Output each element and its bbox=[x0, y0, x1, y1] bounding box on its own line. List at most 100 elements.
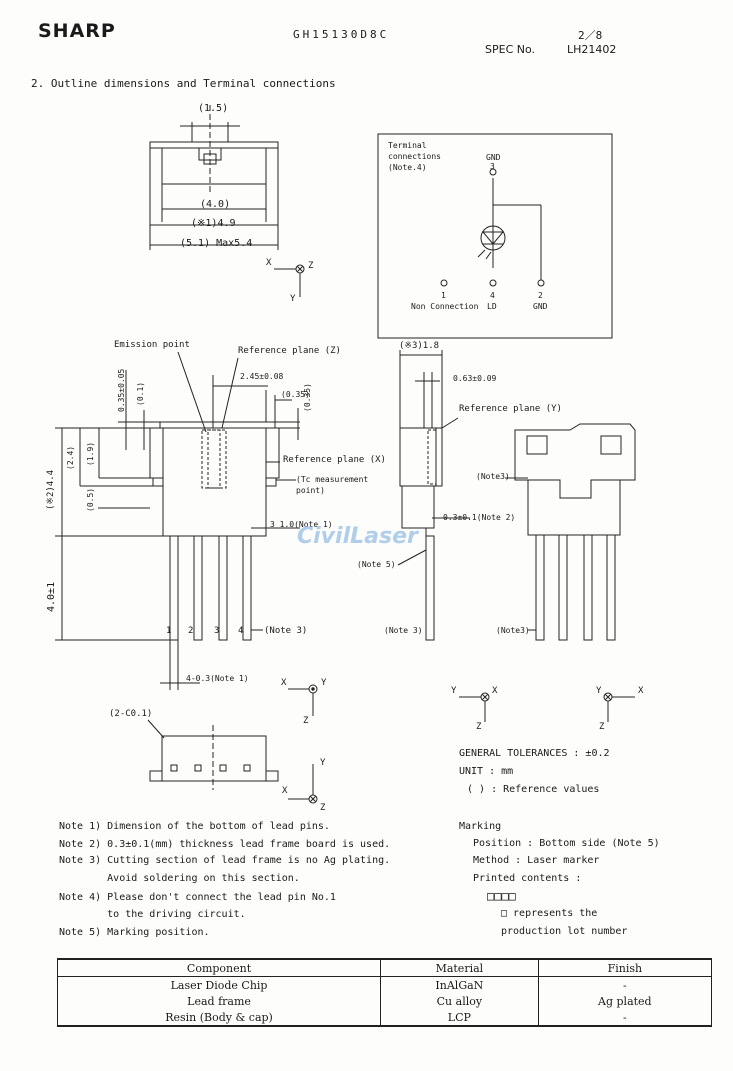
reference-plane-x: Reference plane (X) bbox=[283, 455, 386, 465]
cell-component: Resin (Body & cap) bbox=[56, 1009, 382, 1027]
terminal-pin-4: 4 bbox=[490, 291, 495, 300]
cell-finish: Ag plated bbox=[537, 993, 713, 1009]
terminal-pin-1: 1 bbox=[441, 291, 446, 300]
section-title: 2. Outline dimensions and Terminal conne… bbox=[31, 77, 336, 90]
terminal-note4: (Note.4) bbox=[388, 163, 427, 172]
dim-5-1: (5.1) Max5.4 bbox=[180, 238, 253, 249]
table-header-row: Component Material Finish bbox=[56, 958, 713, 977]
dim-0-35-b: (0.35) bbox=[303, 383, 312, 412]
marking-boxes: □□□□ bbox=[487, 889, 516, 903]
note-5: Note 5) Marking position. bbox=[59, 927, 210, 938]
header-material: Material bbox=[380, 958, 539, 977]
terminal-gnd-top: GND bbox=[486, 153, 501, 162]
marking-contents: Printed contents : bbox=[473, 873, 582, 884]
sharp-logo: SHARP bbox=[38, 20, 116, 42]
dim-4-4: (※2)4.4 bbox=[46, 469, 56, 510]
dim-1-8: (※3)1.8 bbox=[399, 341, 440, 351]
dim-0-5: (0.5) bbox=[86, 487, 95, 512]
dim-2-45: 2.45±0.08 bbox=[240, 372, 284, 381]
axis-r-z: Z bbox=[599, 722, 605, 732]
dim-4-9: (※1)4.9 bbox=[191, 218, 236, 229]
reference-plane-y: Reference plane (Y) bbox=[459, 404, 562, 414]
dim-1-9: (1.9) bbox=[86, 441, 95, 466]
dim-1-0: 3 1.0(Note 1) bbox=[270, 520, 333, 529]
table-row: Resin (Body & cap) LCP - bbox=[56, 1009, 713, 1027]
front-note3: (Note 3) bbox=[264, 626, 308, 636]
terminal-title-2: connections bbox=[388, 152, 441, 161]
lead-pin-2: 2 bbox=[188, 626, 194, 636]
note-4-cont: to the driving circuit. bbox=[59, 909, 246, 920]
unit-label: UNIT : mm bbox=[459, 766, 514, 777]
table-row: Lead frame Cu alloy Ag plated bbox=[56, 993, 713, 1009]
terminal-nc: Non Connection bbox=[411, 302, 479, 311]
chamfer-label: (2-C0.1) bbox=[109, 709, 153, 719]
axis-y-label: Y bbox=[290, 294, 296, 304]
dim-0-3-note2: 0.3±0.1(Note 2) bbox=[443, 513, 516, 522]
reference-values: ( ) : Reference values bbox=[467, 784, 600, 795]
terminal-pin-2: 2 bbox=[538, 291, 543, 300]
cell-material: LCP bbox=[380, 1009, 539, 1027]
dim-2-4: (2.4) bbox=[66, 445, 75, 470]
marking-method: Method : Laser marker bbox=[473, 855, 600, 866]
marking-position: Position : Bottom side (Note 5) bbox=[473, 838, 660, 849]
cell-component: Laser Diode Chip bbox=[56, 976, 382, 993]
cell-material: Cu alloy bbox=[380, 993, 539, 1009]
marking-title: Marking bbox=[459, 821, 502, 832]
axis-b2-y: Y bbox=[320, 758, 326, 768]
table-row: Laser Diode Chip InAlGaN - bbox=[56, 976, 713, 993]
cell-finish: - bbox=[537, 1009, 713, 1027]
reference-plane-z: Reference plane (Z) bbox=[238, 346, 341, 356]
axis-b1-x: X bbox=[281, 678, 287, 688]
axis-b1-y: Y bbox=[321, 678, 327, 688]
tc-measurement-2: point) bbox=[296, 486, 325, 495]
header-finish: Finish bbox=[537, 958, 713, 977]
tc-measurement-1: (Tc measurement bbox=[296, 475, 369, 484]
dim-0-1: (0.1) bbox=[136, 381, 145, 406]
lead-pin-1: 1 bbox=[166, 626, 172, 636]
axis-r-y: Y bbox=[596, 686, 602, 696]
note-4: Note 4) Please don't connect the lead pi… bbox=[59, 892, 336, 903]
header-component: Component bbox=[56, 958, 382, 977]
back-note3-a: (Note3) bbox=[476, 472, 510, 481]
dim-4-0-3: 4-0.3(Note 1) bbox=[186, 674, 249, 683]
general-tolerances: GENERAL TOLERANCES : ±0.2 bbox=[459, 748, 610, 759]
terminal-title: Terminal bbox=[388, 141, 427, 150]
axis-b1-z: Z bbox=[303, 716, 309, 726]
emission-point-label: Emission point bbox=[114, 340, 190, 350]
axis-s-x: X bbox=[492, 686, 498, 696]
marking-rep-1: □ represents the bbox=[501, 908, 598, 919]
dim-4-0: (4.0) bbox=[200, 199, 231, 210]
dim-1-5: (1.5) bbox=[198, 103, 229, 114]
side-note3: (Note 3) bbox=[384, 626, 423, 635]
lead-pin-3: 3 bbox=[214, 626, 220, 636]
marking-rep-2: production lot number bbox=[501, 926, 628, 937]
terminal-gnd: GND bbox=[533, 302, 548, 311]
spec-label: SPEC No. bbox=[485, 43, 536, 56]
back-note3-b: (Note3) bbox=[496, 626, 530, 635]
axis-s-z: Z bbox=[476, 722, 482, 732]
materials-table: Component Material Finish Laser Diode Ch… bbox=[56, 958, 713, 1027]
axis-s-y: Y bbox=[451, 686, 457, 696]
dim-0-35-a: (0.35) bbox=[281, 390, 310, 399]
dim-4-0-lead: 4.0±1 bbox=[46, 581, 57, 612]
axis-b2-z: Z bbox=[320, 803, 326, 813]
note-2: Note 2) 0.3±0.1(mm) thickness lead frame… bbox=[59, 839, 391, 850]
dim-0-63: 0.63±0.09 bbox=[453, 374, 497, 383]
axis-z-label: Z bbox=[308, 261, 314, 271]
part-number: GH15130D8C bbox=[293, 28, 390, 41]
terminal-pin-3: 3 bbox=[490, 162, 495, 171]
note-3: Note 3) Cutting section of lead frame is… bbox=[59, 855, 391, 866]
side-note5: (Note 5) bbox=[357, 560, 396, 569]
cell-component: Lead frame bbox=[56, 993, 382, 1009]
note-3-cont: Avoid soldering on this section. bbox=[59, 873, 300, 884]
axis-b2-x: X bbox=[282, 786, 288, 796]
axis-x-label: X bbox=[266, 258, 272, 268]
axis-r-x: X bbox=[638, 686, 644, 696]
watermark: CivilLaser bbox=[297, 524, 418, 549]
lead-pin-4: 4 bbox=[238, 626, 244, 636]
dim-0-35-vert: 0.35±0.05 bbox=[117, 368, 126, 412]
page-number: 2／8 bbox=[578, 29, 603, 42]
cell-material: InAlGaN bbox=[380, 976, 539, 993]
spec-number: LH21402 bbox=[567, 43, 617, 56]
